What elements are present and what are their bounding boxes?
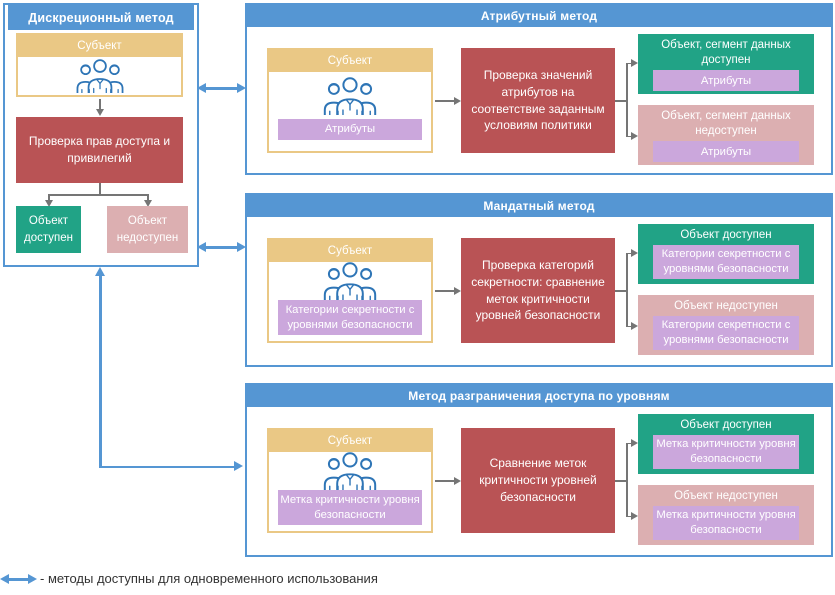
split-bar — [48, 194, 148, 196]
arrowhead-right — [237, 82, 246, 93]
arrow-to-allowed — [627, 62, 632, 64]
discretionary-title: Дискреционный метод — [8, 5, 194, 30]
arrowhead-right — [237, 241, 246, 252]
process-block: Проверка прав доступа и привилегий — [16, 117, 183, 183]
arrow-to-allowed — [627, 252, 632, 254]
subject-label: Субъект — [18, 35, 181, 57]
object-allowed-block: Объект доступен — [16, 206, 81, 253]
object-denied-block: Объект недоступен Категории секретности … — [638, 295, 814, 355]
denied-label: Объект, сегмент данных недоступен — [661, 110, 791, 138]
subject-block: Субъект — [16, 33, 183, 97]
subject-tag: Категории секретности с уровнями безопас… — [278, 300, 422, 336]
subject-label: Субъект — [269, 50, 431, 72]
section-title: Мандатный метод — [247, 195, 831, 217]
bracket-stem — [615, 100, 627, 102]
people-group-icon — [322, 262, 378, 300]
allowed-tag: Категории секретности с уровнями безопас… — [653, 245, 799, 279]
process-block: Проверка категорий секретности: сравнени… — [461, 238, 615, 343]
arrow-subject-to-process — [99, 99, 101, 110]
section-title: Метод разграничения доступа по уровням — [247, 385, 831, 407]
allowed-tag: Метка критичности уровня безопасности — [653, 435, 799, 469]
object-denied-block: Объект недоступен Метка критичности уров… — [638, 485, 814, 545]
split-stem — [99, 183, 101, 194]
allowed-tag: Атрибуты — [653, 70, 799, 92]
denied-label: Объект недоступен — [674, 300, 778, 312]
subject-label: Субъект — [269, 430, 431, 452]
arrow-subject-to-process — [435, 100, 455, 102]
legend-text: - методы доступны для одновременного исп… — [40, 571, 378, 586]
object-denied-block: Объект недоступен — [107, 206, 188, 253]
arrowhead-right — [631, 59, 638, 67]
arrowhead-right — [454, 286, 461, 295]
arrowhead-right — [454, 476, 461, 485]
arrowhead-down — [44, 200, 53, 207]
process-block: Проверка значений атрибутов на соответст… — [461, 48, 615, 153]
arrowhead-down — [143, 200, 152, 207]
denied-label: Объект недоступен — [674, 490, 778, 502]
people-group-icon — [322, 77, 378, 115]
split-drop-left — [48, 194, 50, 201]
arrowhead-right — [631, 322, 638, 330]
arrow-to-denied — [627, 325, 632, 327]
denied-tag: Атрибуты — [653, 141, 799, 163]
allowed-label: Объект доступен — [680, 229, 772, 241]
process-block: Сравнение меток критичности уровней безо… — [461, 428, 615, 533]
discretionary-method-block: Дискреционный метод Субъект Проверка пра… — [3, 3, 199, 267]
level-method-section: Метод разграничения доступа по уровням С… — [245, 383, 833, 557]
bracket-stem — [615, 290, 627, 292]
arrowhead-left — [197, 241, 206, 252]
denied-tag: Категории секретности с уровнями безопас… — [653, 316, 799, 350]
bracket-vertical — [626, 63, 628, 137]
attribute-method-section: Атрибутный метод Субъект Атрибуты Провер… — [245, 3, 833, 175]
bracket-stem — [615, 480, 627, 482]
people-group-icon — [75, 59, 125, 93]
allowed-label: Объект доступен — [680, 419, 772, 431]
object-allowed-block: Объект, сегмент данных доступен Атрибуты — [638, 34, 814, 94]
mandatory-method-section: Мандатный метод Субъект Категории секрет… — [245, 193, 833, 367]
arrowhead-right — [234, 461, 243, 471]
object-allowed-block: Объект доступен Метка критичности уровня… — [638, 414, 814, 474]
arrow-to-denied — [627, 135, 632, 137]
arrowhead-left — [197, 82, 206, 93]
subject-body — [18, 57, 181, 95]
object-denied-block: Объект, сегмент данных недоступен Атрибу… — [638, 105, 814, 165]
bracket-vertical — [626, 253, 628, 327]
arrow-to-denied — [627, 515, 632, 517]
arrowhead-down — [95, 109, 104, 116]
section-title: Атрибутный метод — [247, 5, 831, 27]
bracket-vertical — [626, 443, 628, 517]
split-drop-right — [147, 194, 149, 201]
subject-block: Субъект Атрибуты — [267, 48, 433, 153]
arrowhead-right — [631, 439, 638, 447]
allowed-label: Объект, сегмент данных доступен — [661, 39, 791, 67]
subject-tag: Атрибуты — [278, 119, 422, 140]
arrow-to-allowed — [627, 442, 632, 444]
arrowhead-right — [631, 512, 638, 520]
subject-block: Субъект Категории секретности с уровнями… — [267, 238, 433, 343]
subject-block: Субъект Метка критичности уровня безопас… — [267, 428, 433, 533]
arrowhead-right — [631, 132, 638, 140]
subject-label: Субъект — [269, 240, 431, 262]
people-group-icon — [322, 452, 378, 490]
arrowhead-right — [631, 249, 638, 257]
object-allowed-block: Объект доступен Категории секретности с … — [638, 224, 814, 284]
subject-tag: Метка критичности уровня безопасности — [278, 490, 422, 526]
arrow-subject-to-process — [435, 290, 455, 292]
denied-tag: Метка критичности уровня безопасности — [653, 506, 799, 540]
arrowhead-up — [94, 267, 105, 276]
arrowhead-right — [454, 96, 461, 105]
arrow-subject-to-process — [435, 480, 455, 482]
